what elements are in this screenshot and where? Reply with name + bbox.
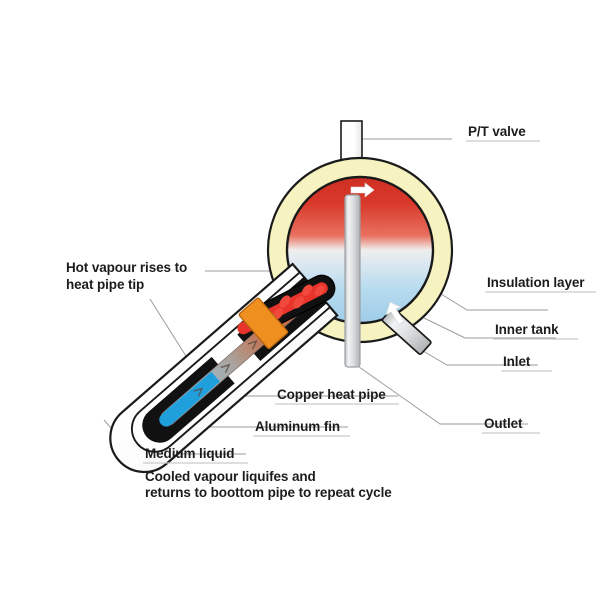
label-hot-vapour-line1: Hot vapour rises to [66,260,187,275]
outlet-pipe [344,194,361,368]
label-insulation-layer: Insulation layer [487,275,585,290]
leader-insulation [440,293,548,311]
label-cooled-vapour-line1: Cooled vapour liquifes and [145,469,316,484]
seal-body [238,297,289,350]
inlet-pipe [381,301,432,356]
label-inlet: Inlet [503,354,531,369]
label-medium-liquid: Medium liquid [145,446,234,461]
label-inner-tank: Inner tank [495,322,559,337]
outlet-pipe-body [344,194,361,368]
rubber-seal-grommet [238,297,289,350]
inlet-flow-arrow [385,301,405,326]
label-pt-valve: P/T valve [468,124,526,139]
hot-water-arrow [350,182,375,198]
pt-valve[interactable] [340,120,363,164]
leader-outlet [351,361,528,425]
pt-valve-body[interactable] [340,120,363,164]
label-hot-vapour-line2: heat pipe tip [66,277,144,292]
label-outlet: Outlet [484,416,523,431]
label-cooled-vapour-line2: returns to boottom pipe to repeat cycle [145,485,392,500]
leader-inner-tank [423,317,556,339]
storage-tank [266,120,454,368]
labels: P/T valve Insulation layer Inner tank In… [66,124,596,500]
label-aluminum-fin: Aluminum fin [255,419,340,434]
medium-liquid [159,371,220,427]
label-copper-heat-pipe: Copper heat pipe [277,387,386,402]
